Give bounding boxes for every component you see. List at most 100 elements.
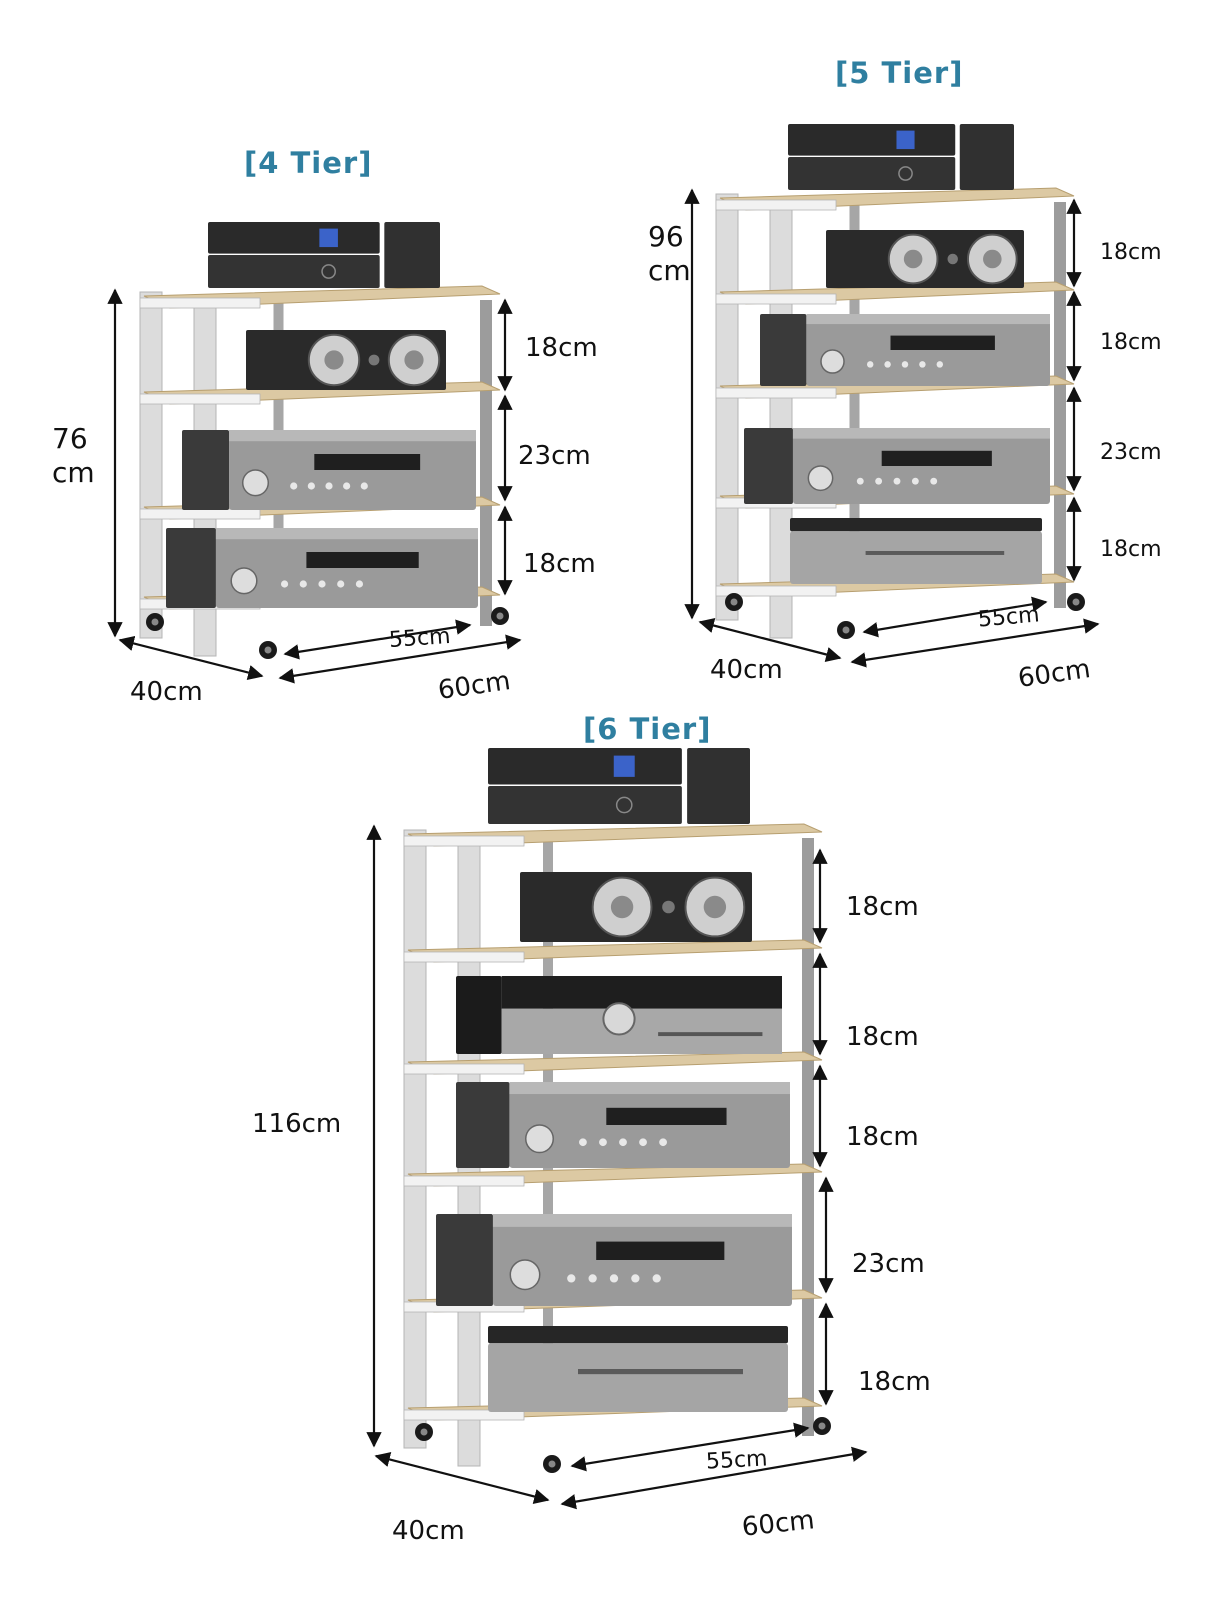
rack-6-tier-device-player-front [488, 1343, 788, 1412]
rack-5-tier-shelf-bracket [715, 387, 837, 399]
rack-4-tier-device-receiver-volume-knob [241, 469, 270, 497]
rack-4-tier-device-speaker-tweeter [368, 354, 380, 366]
inner-width-label-5-tier: 55cm [977, 602, 1041, 633]
rack-6-tier-device-amp-volume-knob [509, 1259, 541, 1291]
rack-4-tier-device-receiver-top-strip [229, 430, 476, 442]
rack-5-tier-shelf-bracket [715, 585, 837, 597]
rack-6-tier-device-player-top [488, 1326, 788, 1344]
rack-4-tier-wheel-hub [151, 618, 159, 626]
rack-6-tier-device-minisystem-speaker-left [456, 976, 502, 1054]
rack-4-tier-device-amp-display [306, 552, 419, 568]
rack-4-tier-front-post-left [139, 291, 163, 639]
rack-5-tier-device-receiver-volume-knob [820, 349, 845, 374]
width-arrow-5-tier [850, 618, 1100, 668]
title-4-tier: [4 Tier] [244, 146, 373, 180]
rack-6-tier-device-minisystem-slot [658, 1032, 763, 1037]
depth-arrow-4-tier [118, 635, 264, 681]
rack-5-tier-device-amp-volume-knob [807, 465, 834, 492]
rack-5-tier-front-post-right [769, 205, 793, 639]
rack-4-tier-device-receiver-button [307, 482, 315, 490]
rack-5-tier-device-amp-button [911, 477, 919, 485]
inner-width-label-4-tier: 55cm [388, 623, 452, 654]
rack-4-tier-shelf-bracket [139, 508, 261, 520]
rack-6-tier-device-top-lower [488, 786, 682, 824]
rack-5-tier-device-top-speaker [959, 124, 1014, 190]
height-label-4-tier: 76 cm [52, 422, 95, 489]
spacing-label-6-tier-1: 18cm [846, 892, 919, 922]
rack-4-tier-wheel-hub [264, 646, 272, 654]
rack-6-tier-back-post-right [802, 838, 814, 1436]
rack-5-tier-device-speaker-tweeter [947, 253, 958, 265]
spacing-label-5-tier-4: 18cm [1100, 537, 1162, 562]
rack-6-tier-device-minisystem-knob [602, 1002, 636, 1036]
rack-6-tier-device-amp-display [596, 1241, 725, 1260]
rack-6-tier-device-receiver-display [606, 1107, 727, 1125]
width-arrow-4-tier [278, 634, 522, 684]
rack-4-tier-device-receiver-display [314, 454, 421, 470]
rack-6-tier-wheel-hub [420, 1428, 428, 1436]
rack-4-tier-device-amp-button [355, 580, 364, 588]
rack-6-tier-shelf-bracket [403, 1409, 525, 1421]
rack-5-tier-device-amp-button [930, 477, 938, 485]
rack-5-tier-device-receiver-top-strip [806, 314, 1050, 325]
spacing-label-5-tier-2: 18cm [1100, 330, 1162, 355]
rack-6-tier-shelf-bracket [403, 1063, 525, 1075]
rack-6-tier-device-top-knob [615, 796, 633, 814]
rack-6-tier-device-receiver-button [579, 1138, 587, 1147]
rack-4-tier-device-receiver-side [182, 430, 230, 510]
rack-5-tier-device-player-front [790, 531, 1042, 584]
rack-4-tier-shelf-bracket [139, 393, 261, 405]
rack-4-tier-wheel-hub [496, 612, 504, 620]
spacing-label-4-tier-2: 23cm [518, 441, 591, 471]
rack-5-tier-device-amp-display [881, 450, 992, 466]
rack-4-tier-device-amp-button [337, 580, 345, 588]
rack-5-tier-front-post-left [715, 193, 739, 621]
rack-5-tier-device-receiver-button [901, 361, 909, 368]
rack-5-tier-back-post-right [1054, 202, 1066, 608]
rack-4-tier-device-top-display [319, 228, 338, 248]
rack-6-tier-device-receiver-button [619, 1138, 627, 1147]
rack-4-tier-device-top-knob [321, 264, 336, 279]
depth-label-6-tier: 40cm [392, 1516, 465, 1546]
rack-4-tier-shelf-bracket [139, 297, 261, 309]
title-6-tier: [6 Tier] [583, 712, 712, 746]
spacing-label-4-tier-3: 18cm [523, 549, 596, 579]
rack-6-tier-device-amp-button [652, 1274, 661, 1283]
height-label-5-tier: 96 cm [648, 220, 691, 287]
rack-4-tier-device-amp-volume-knob [230, 567, 258, 595]
rack-5-tier-device-speaker-woofer-left-cap [903, 249, 923, 269]
rack-6-tier-shelf-bracket [403, 1175, 525, 1187]
rack-4-tier-device-amp-button [280, 580, 289, 588]
rack-6-tier-device-amp-button [588, 1274, 597, 1283]
rack-6-tier-device-amp-button [631, 1274, 640, 1283]
rack-6-tier-device-receiver-button [599, 1138, 607, 1147]
rack-4-tier-device-amp-side [166, 528, 216, 608]
rack-4-tier-device-amp-button [299, 580, 307, 588]
rack-6-tier-wheel-hub [818, 1422, 826, 1430]
rack-6-tier-device-top-speaker [687, 748, 750, 824]
spacing-label-6-tier-3: 18cm [846, 1122, 919, 1152]
rack-5-tier-shelf-bracket [715, 199, 837, 211]
rack-6-tier-device-player-disc-slot [578, 1369, 743, 1375]
rack-5-tier-shelf-bracket [715, 293, 837, 305]
rack-5-tier-device-player-top [790, 518, 1042, 532]
rack-6-tier-device-speaker-tweeter [662, 900, 675, 914]
rack-6-tier-wheel-hub [548, 1460, 556, 1468]
rack-6-tier-device-receiver-side [456, 1082, 510, 1168]
spacing-label-5-tier-1: 18cm [1100, 240, 1162, 265]
rack-5-tier-device-receiver-button [884, 361, 891, 368]
rack-6-tier-shelf-bracket [403, 835, 525, 847]
rack-6-tier-device-receiver-button [639, 1138, 647, 1147]
rack-6-tier-device-top-upper [488, 748, 682, 785]
rack-6-tier-device-receiver-volume-knob [524, 1124, 555, 1154]
spacing-label-5-tier-3: 23cm [1100, 440, 1162, 465]
rack-5-tier-device-amp-button [875, 477, 883, 485]
depth-label-4-tier: 40cm [130, 677, 203, 707]
rack-5-tier-device-amp-button [856, 477, 864, 485]
rack-6-tier-device-speaker-woofer-left-cap [610, 895, 634, 919]
rack-4-tier-device-top-lower [208, 255, 380, 288]
rack-5-tier-device-receiver-display [890, 335, 995, 350]
rack-5-tier-back-post-mid [849, 202, 860, 588]
